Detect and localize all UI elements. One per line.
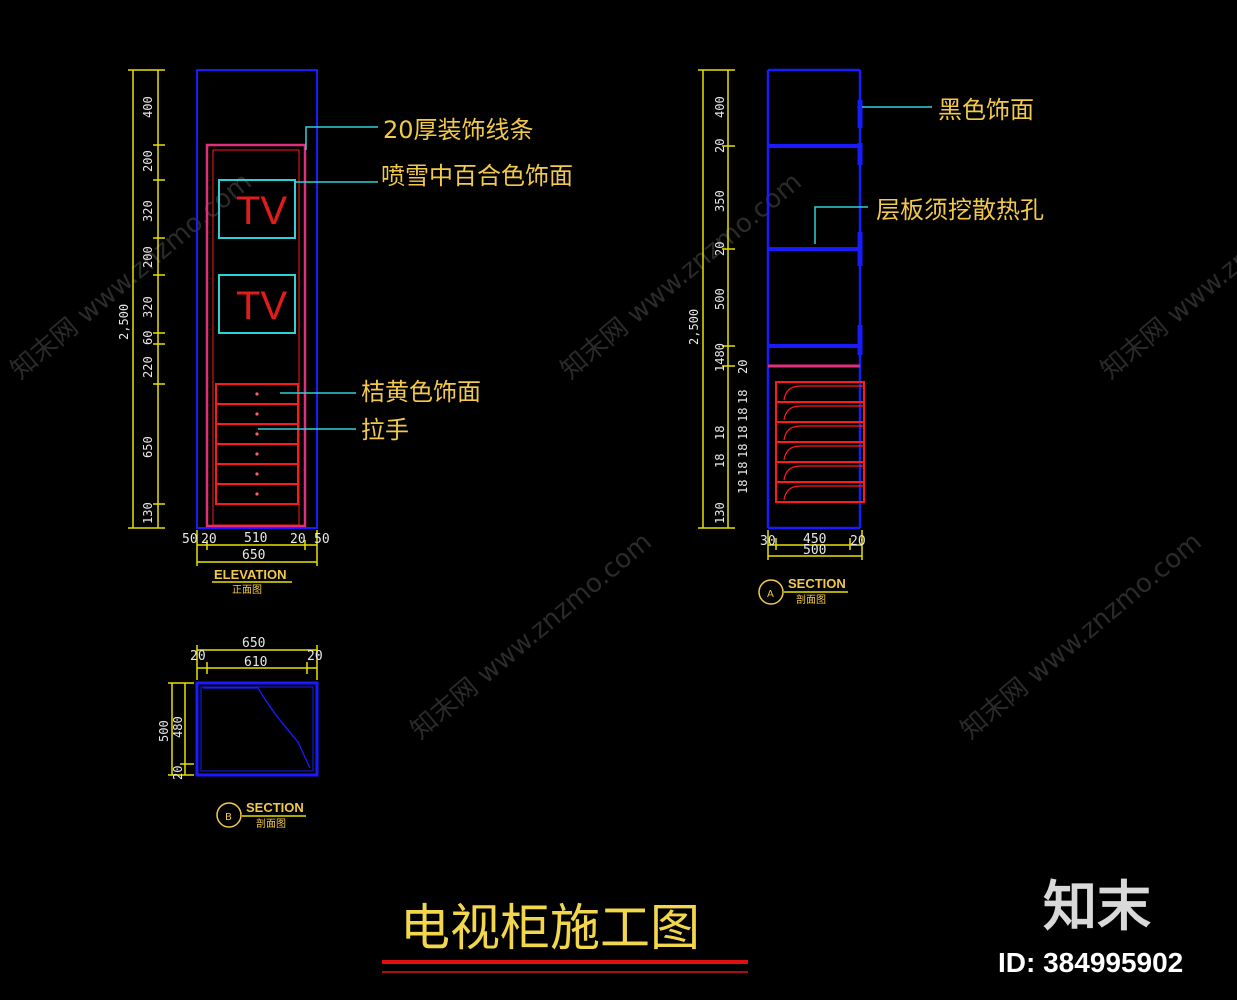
watermark-text: 知末网 www.znzmo.com [405, 527, 657, 746]
elevation-bottom-dimension: 50 20 510 20 50 650 ELEVATION 正面图 [182, 530, 330, 596]
tv-label-upper: TV [236, 189, 287, 233]
elevation-inner-panel [205, 143, 307, 528]
section-a-total-height: 2,500 [687, 309, 701, 345]
elevation-view: TV TV [117, 69, 573, 596]
drawing-title: 电视柜施工图 [400, 899, 700, 957]
elevation-bottom-dim: 50 [182, 532, 198, 547]
callout-handle: 拉手 [361, 416, 409, 444]
section-a-marker: A [767, 589, 774, 600]
elevation-bottom-dim: 20 [201, 532, 217, 547]
section-a-bottom-dim: 30 [760, 534, 776, 549]
watermark-text: 知末网 www.znzmo.com [955, 527, 1207, 746]
section-b-marker-circle [216, 802, 242, 828]
section-a-drawer-dim: 18 [736, 390, 750, 404]
elevation-total-height: 2,500 [117, 304, 131, 340]
elevation-caption: ELEVATION [214, 567, 286, 582]
section-a-width: 500 [803, 543, 826, 558]
elevation-width: 650 [242, 548, 265, 563]
section-b-inner-width: 610 [244, 655, 267, 670]
elevation-dim: 200 [141, 246, 155, 268]
section-a-dim: 130 [713, 502, 727, 524]
section-b-depth: 20 [171, 766, 185, 780]
section-a-dim: 500 [713, 288, 727, 310]
section-b-side-dim: 20 [307, 649, 323, 664]
section-b-inner-frame [200, 686, 314, 772]
tv-box-upper [218, 179, 296, 239]
section-a-drawer-dim: 18 [736, 408, 750, 422]
section-a-drawer-dim: 18 [713, 454, 727, 468]
callout-white-finish: 喷雪中百合色饰面 [381, 162, 573, 190]
section-a-dim: 400 [713, 96, 727, 118]
section-b-marker: B [225, 812, 232, 823]
watermark-text: 知末网 www.znzmo.com [555, 167, 807, 386]
section-b-side-dim: 20 [190, 649, 206, 664]
image-id: ID: 384995902 [998, 947, 1183, 978]
elevation-vertical-dimension: 2,500 400 200 320 200 320 60 220 650 130 [117, 69, 165, 529]
section-b-caption-sub: 剖面图 [256, 817, 286, 830]
elevation-outer-frame [196, 69, 318, 529]
callout-black-finish: 黑色饰面 [938, 96, 1034, 124]
elevation-dim: 130 [141, 502, 155, 524]
tv-label-lower: TV [236, 284, 287, 328]
section-a-drawer-dim: 18 [736, 462, 750, 476]
section-a-vertical-dimension: 2,500 400 20 350 20 500 1480 20 130 18 1… [687, 69, 750, 529]
section-a-dim: 20 [713, 139, 727, 153]
section-a-view: 2,500 400 20 350 20 500 1480 20 130 18 1… [687, 68, 1044, 606]
elevation-panel-border [212, 149, 300, 526]
section-a-bottom-dim: 450 [803, 532, 826, 547]
elevation-dim: 60 [141, 331, 155, 345]
section-b-view: 650 610 20 20 500 480 20 B SECTION 剖面图 [157, 636, 323, 830]
callout-molding: 20厚装饰线条 [383, 116, 534, 144]
section-a-drawer-dim: 18 [736, 444, 750, 458]
elevation-dim: 320 [141, 296, 155, 318]
section-a-drawers [775, 381, 865, 503]
section-b-frame [195, 681, 319, 777]
section-a-marker-circle [758, 579, 784, 605]
site-logo: 知末 [1043, 875, 1151, 938]
section-b-door-swing [203, 687, 311, 769]
elevation-caption-sub: 正面图 [232, 584, 262, 596]
section-a-dim: 350 [713, 190, 727, 212]
section-a-bottom-dimension: 30 450 20 500 A SECTION 剖面图 [758, 530, 866, 606]
elevation-leaders [258, 126, 378, 430]
elevation-bottom-dim: 50 [314, 532, 330, 547]
section-b-caption: SECTION [246, 800, 304, 815]
elevation-drawers [215, 383, 299, 505]
section-a-dim: 1480 [713, 343, 727, 372]
section-a-caption: SECTION [788, 576, 846, 591]
section-a-dim: 20 [736, 360, 750, 374]
section-a-drawer-dim: 18 [736, 426, 750, 440]
elevation-dim: 220 [141, 356, 155, 378]
tv-box-lower [218, 274, 296, 334]
section-b-depth: 500 [157, 720, 171, 742]
watermark-text: 知末网 www.znzmo.com [1095, 167, 1237, 386]
elevation-dim: 320 [141, 200, 155, 222]
section-a-bottom-dim: 20 [850, 534, 866, 549]
callout-orange-finish: 桔黄色饰面 [361, 378, 481, 406]
elevation-dim: 650 [141, 436, 155, 458]
elevation-bottom-dim: 20 [290, 532, 306, 547]
elevation-bottom-dim: 510 [244, 531, 267, 546]
drawing-title-block: 电视柜施工图 [382, 899, 748, 973]
elevation-dim: 400 [141, 96, 155, 118]
section-b-top-width: 650 [242, 636, 265, 651]
elevation-dim: 200 [141, 150, 155, 172]
section-a-caption-sub: 剖面图 [796, 593, 826, 606]
section-a-dim: 20 [713, 242, 727, 256]
section-b-depth: 480 [171, 716, 185, 738]
section-a-leaders [814, 106, 932, 244]
section-a-drawer-dim: 18 [736, 480, 750, 494]
callout-vent-holes: 层板须挖散热孔 [876, 196, 1044, 224]
section-a-drawer-dim: 18 [713, 426, 727, 440]
